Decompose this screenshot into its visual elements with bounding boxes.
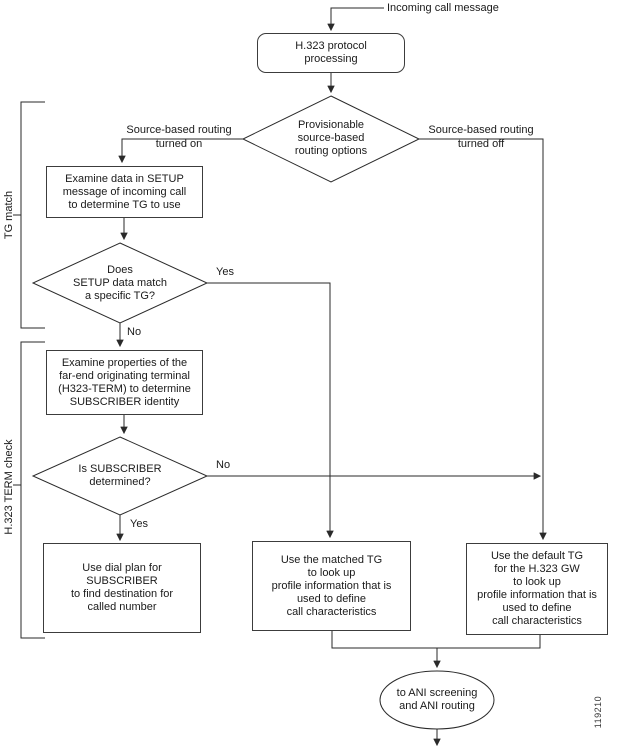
connector-merge <box>331 631 541 649</box>
node-matched-tg: Use the matched TG to look up profile in… <box>252 541 411 631</box>
decision-setup-match-shape <box>31 242 209 324</box>
connector-yes-match <box>207 282 334 539</box>
node-examine-term: Examine properties of the far-end origin… <box>46 350 203 415</box>
decision-subscriber: Is SUBSCRIBER determined? <box>78 463 162 488</box>
decision-subscriber-shape <box>31 436 209 516</box>
figure-number: 119210 <box>593 695 603 729</box>
label-yes-subscriber: Yes <box>130 518 148 530</box>
arrow-incoming-call <box>327 7 384 32</box>
branch-turned-off-label: Source-based routing turned off <box>428 124 534 150</box>
decision-provisionable-routing: Provisionable source-based routing optio… <box>294 119 368 157</box>
terminal-ani-shape <box>379 670 495 730</box>
label-yes-setup-match: Yes <box>216 266 234 278</box>
label-no-subscriber: No <box>216 459 231 471</box>
node-default-tg: Use the default TG for the H.323 GW to l… <box>466 543 608 635</box>
node-examine-setup: Examine data in SETUP message of incomin… <box>46 166 203 218</box>
label-no-setup-match: No <box>127 326 142 338</box>
decision-provisionable-routing-shape <box>241 95 421 183</box>
bracket-tg-match-shape <box>20 101 45 329</box>
terminal-ani-label: to ANI screening and ANI routing <box>396 687 478 712</box>
decision-setup-match: Does SETUP data match a specific TG? <box>73 264 167 302</box>
bracket-tg-match-label: TG match <box>3 190 15 240</box>
bracket-term-check-shape <box>20 341 45 639</box>
branch-turned-on-label: Source-based routing turned on <box>126 124 232 150</box>
node-protocol-processing: H.323 protocol processing <box>257 33 405 73</box>
incoming-call-label: Incoming call message <box>387 2 499 14</box>
connector-turned-off <box>419 138 547 541</box>
bracket-term-check-label: H.323 TERM check <box>3 439 15 535</box>
connector-turned-on <box>118 138 243 164</box>
node-dial-plan: Use dial plan for SUBSCRIBER to find des… <box>43 543 201 633</box>
